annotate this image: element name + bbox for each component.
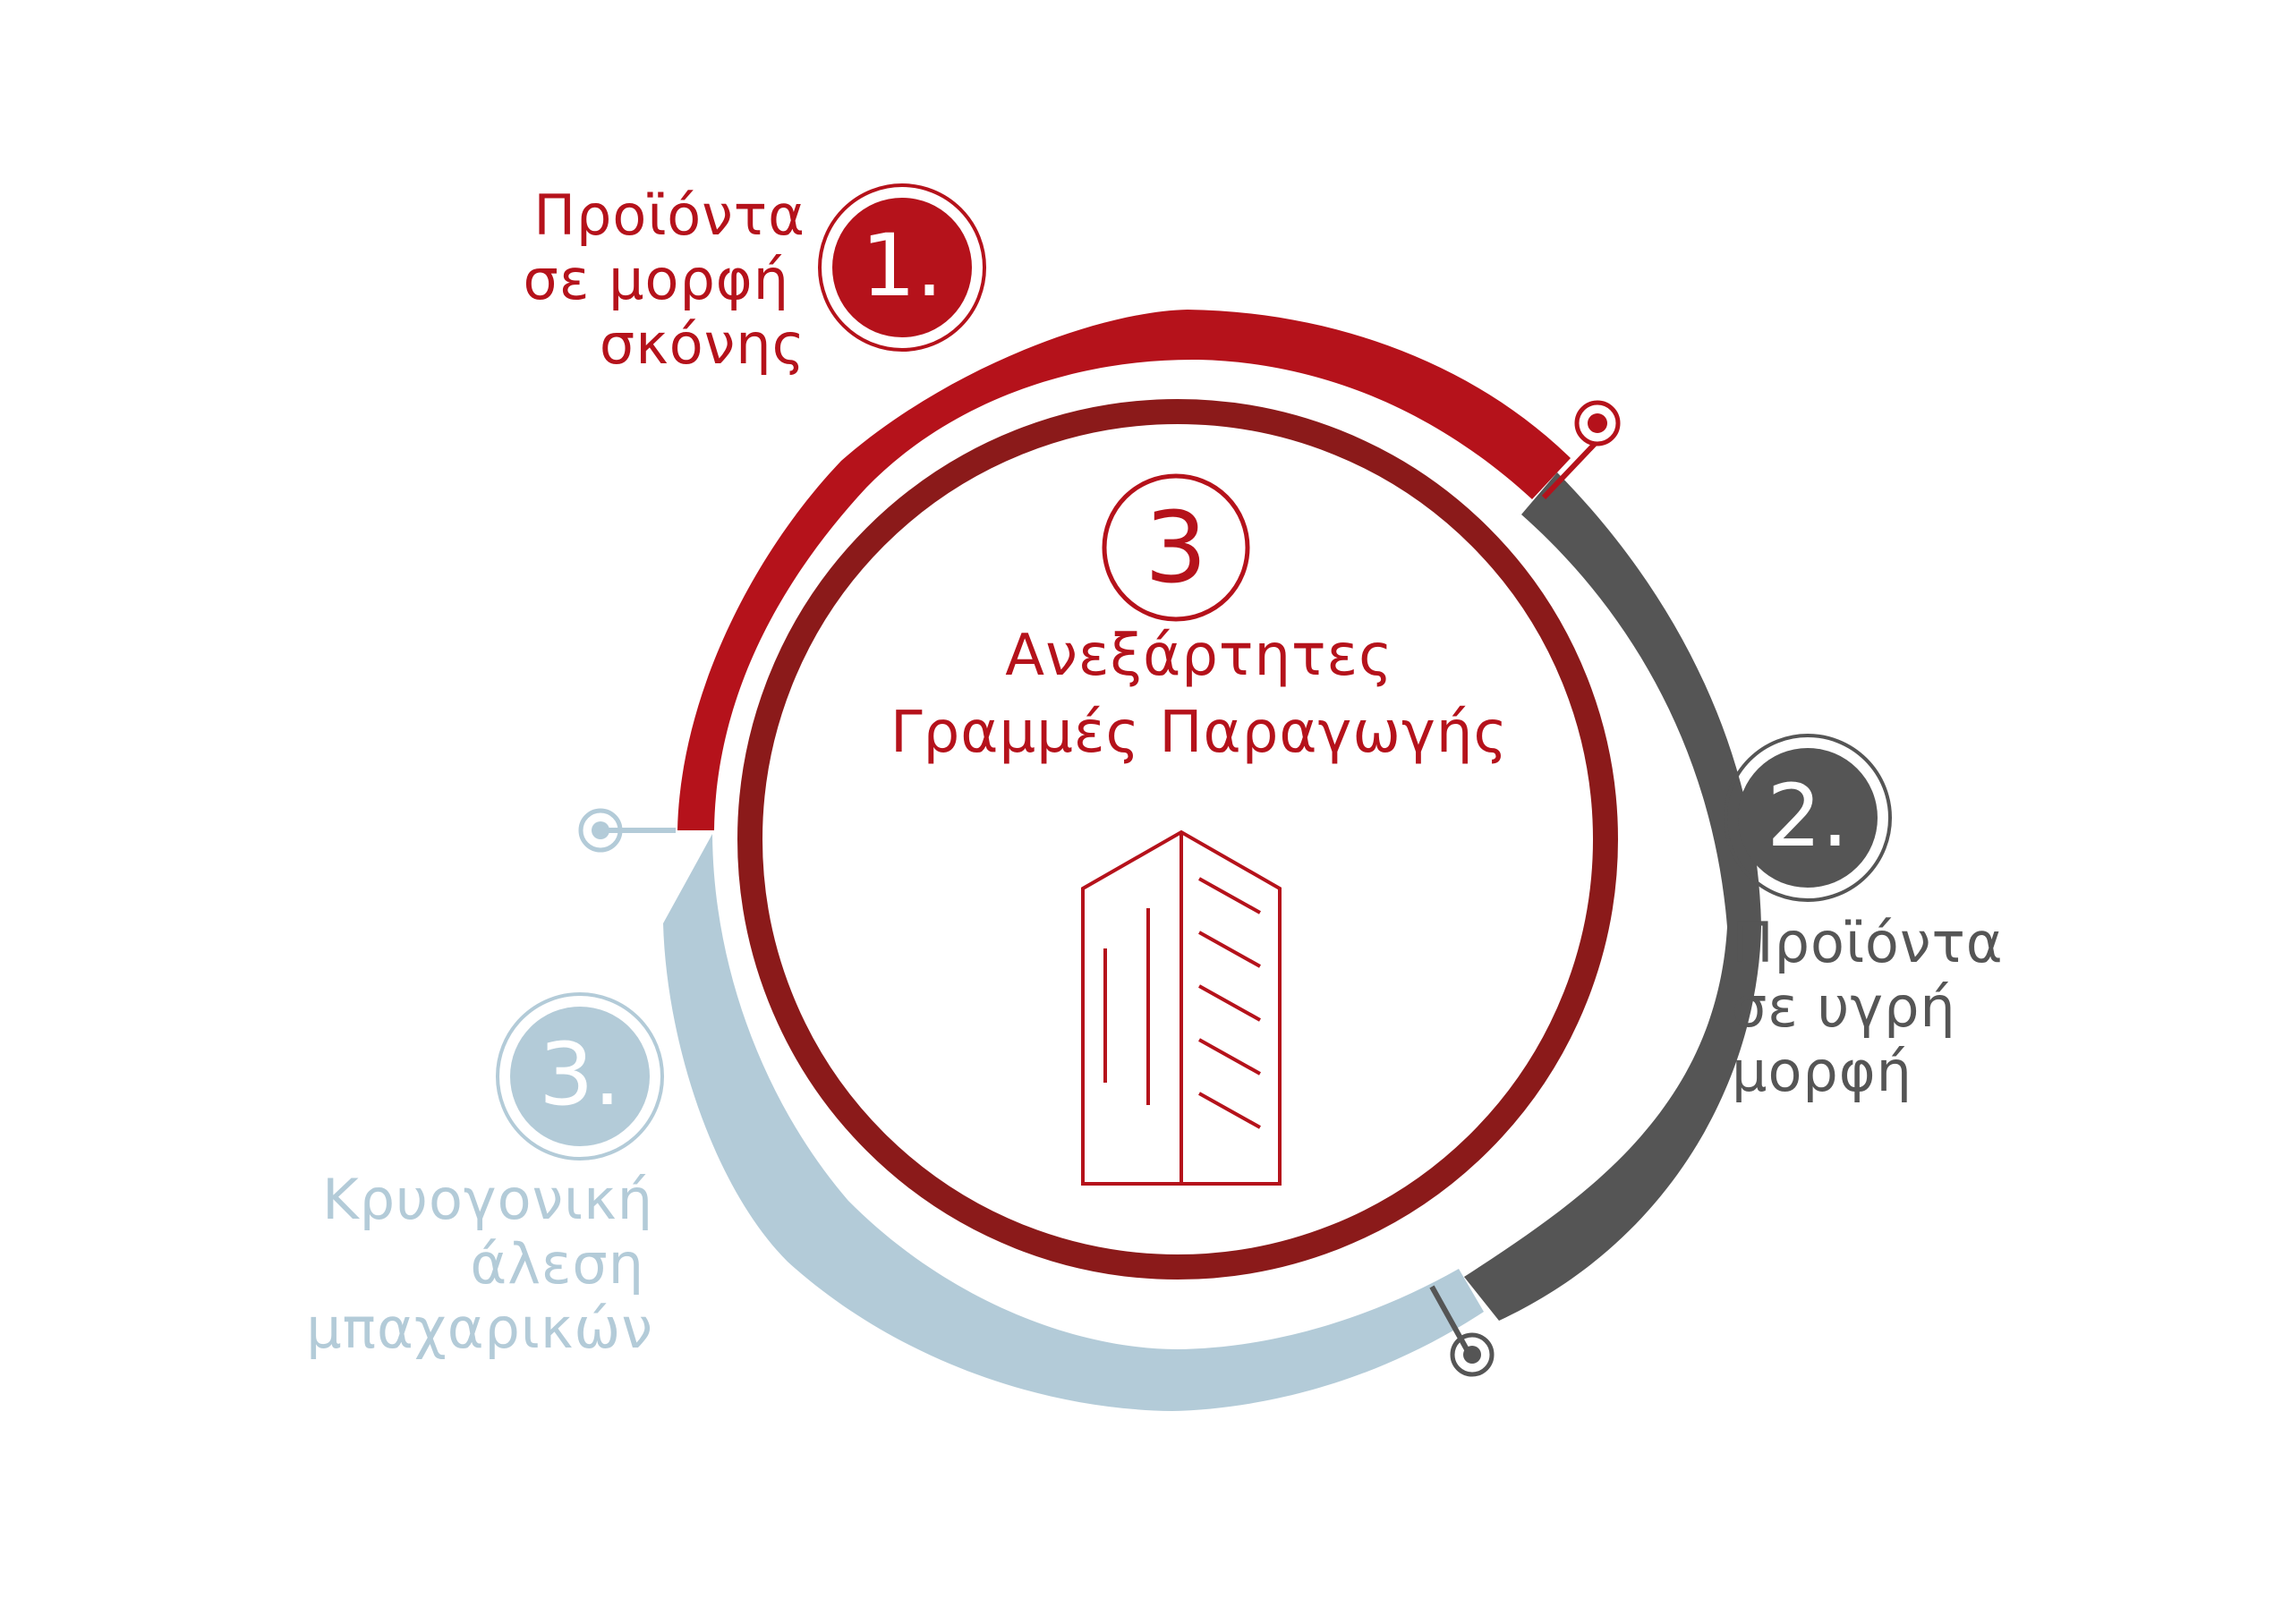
label-powder-line3: σκόνης (599, 311, 805, 377)
center-title-line1: Ανεξάρτητες (1005, 623, 1393, 689)
center-title: Ανεξάρτητες Γραμμές Παραγωγής (788, 617, 1611, 771)
segment-liquid-arc (1464, 472, 1761, 1321)
connector-top-right (1541, 440, 1598, 500)
badge-1-outer (818, 183, 986, 352)
node-outer-left (578, 808, 623, 853)
badge-1-inner (832, 198, 972, 337)
node-outer-bottom (1450, 1332, 1495, 1377)
label-powder-line2: σε μορφή (523, 247, 789, 312)
node-inner-top-right (1588, 413, 1607, 433)
badge-2-number: 2. (1767, 766, 1849, 866)
label-cryogenic-line1: Κρυογονική (322, 1167, 653, 1232)
label-liquid-line2: σε υγρή (1732, 974, 1956, 1040)
center-number: 3 (1145, 490, 1207, 605)
badge-2-inner (1738, 748, 1878, 888)
node-outer-top-right (1574, 400, 1621, 446)
segment-cryogenic-arc (663, 834, 1484, 1411)
badge-3-number: 3. (539, 1025, 621, 1125)
inner-ring (737, 399, 1618, 1280)
center-badge (1102, 473, 1250, 622)
badge-1-number: 1. (861, 216, 943, 316)
label-liquid-line1: Προϊόντα (1732, 910, 2004, 975)
node-inner-left (592, 821, 609, 839)
label-liquid: Προϊόντα σε υγρή μορφή (1732, 911, 2054, 1104)
segment-powder-arc (677, 310, 1571, 830)
label-cryogenic: Κρυογονική άλεση μπαχαρικών (295, 1168, 653, 1361)
label-liquid-line3: μορφή (1732, 1039, 1912, 1104)
badge-2-outer (1724, 734, 1892, 902)
badge-3-outer (496, 992, 664, 1161)
label-powder: Προϊόντα σε μορφή σκόνης (483, 183, 805, 377)
label-powder-line1: Προϊόντα (533, 183, 805, 248)
center-title-line2: Γραμμές Παραγωγής (890, 700, 1508, 766)
node-inner-bottom (1463, 1346, 1481, 1364)
building-icon (1081, 829, 1282, 1186)
label-cryogenic-line3: μπαχαρικών (306, 1296, 653, 1361)
label-cryogenic-line2: άλεση (470, 1231, 644, 1297)
badge-3-inner (510, 1007, 650, 1146)
